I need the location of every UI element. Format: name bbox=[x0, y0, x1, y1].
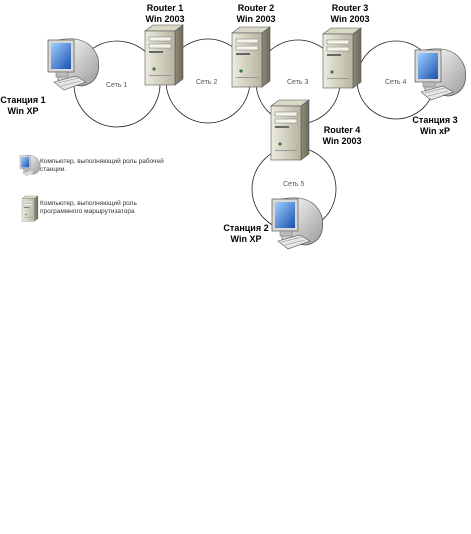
network-3-label: Сеть 3 bbox=[287, 79, 309, 86]
station-3-computer-icon bbox=[414, 48, 467, 101]
network-1-label: Сеть 1 bbox=[106, 82, 128, 89]
legend-workstation-icon bbox=[19, 155, 41, 177]
router-1-server-icon bbox=[144, 24, 184, 86]
legend-router-text: Компьютер, выполняющий роль программного… bbox=[40, 200, 137, 215]
network-4-label: Сеть 4 bbox=[385, 79, 407, 86]
legend-router-icon bbox=[21, 195, 39, 222]
router-3-server-icon bbox=[322, 27, 362, 89]
network-2-label: Сеть 2 bbox=[196, 79, 218, 86]
station-2-computer-icon bbox=[271, 197, 324, 250]
router-4-server-icon bbox=[270, 99, 310, 161]
station-1-computer-icon bbox=[47, 38, 100, 91]
legend-workstation-text: Компьютер, выполняющий роль рабочей стан… bbox=[40, 158, 164, 173]
router-2-server-icon bbox=[231, 26, 271, 88]
network-5-label: Сеть 5 bbox=[283, 181, 305, 188]
